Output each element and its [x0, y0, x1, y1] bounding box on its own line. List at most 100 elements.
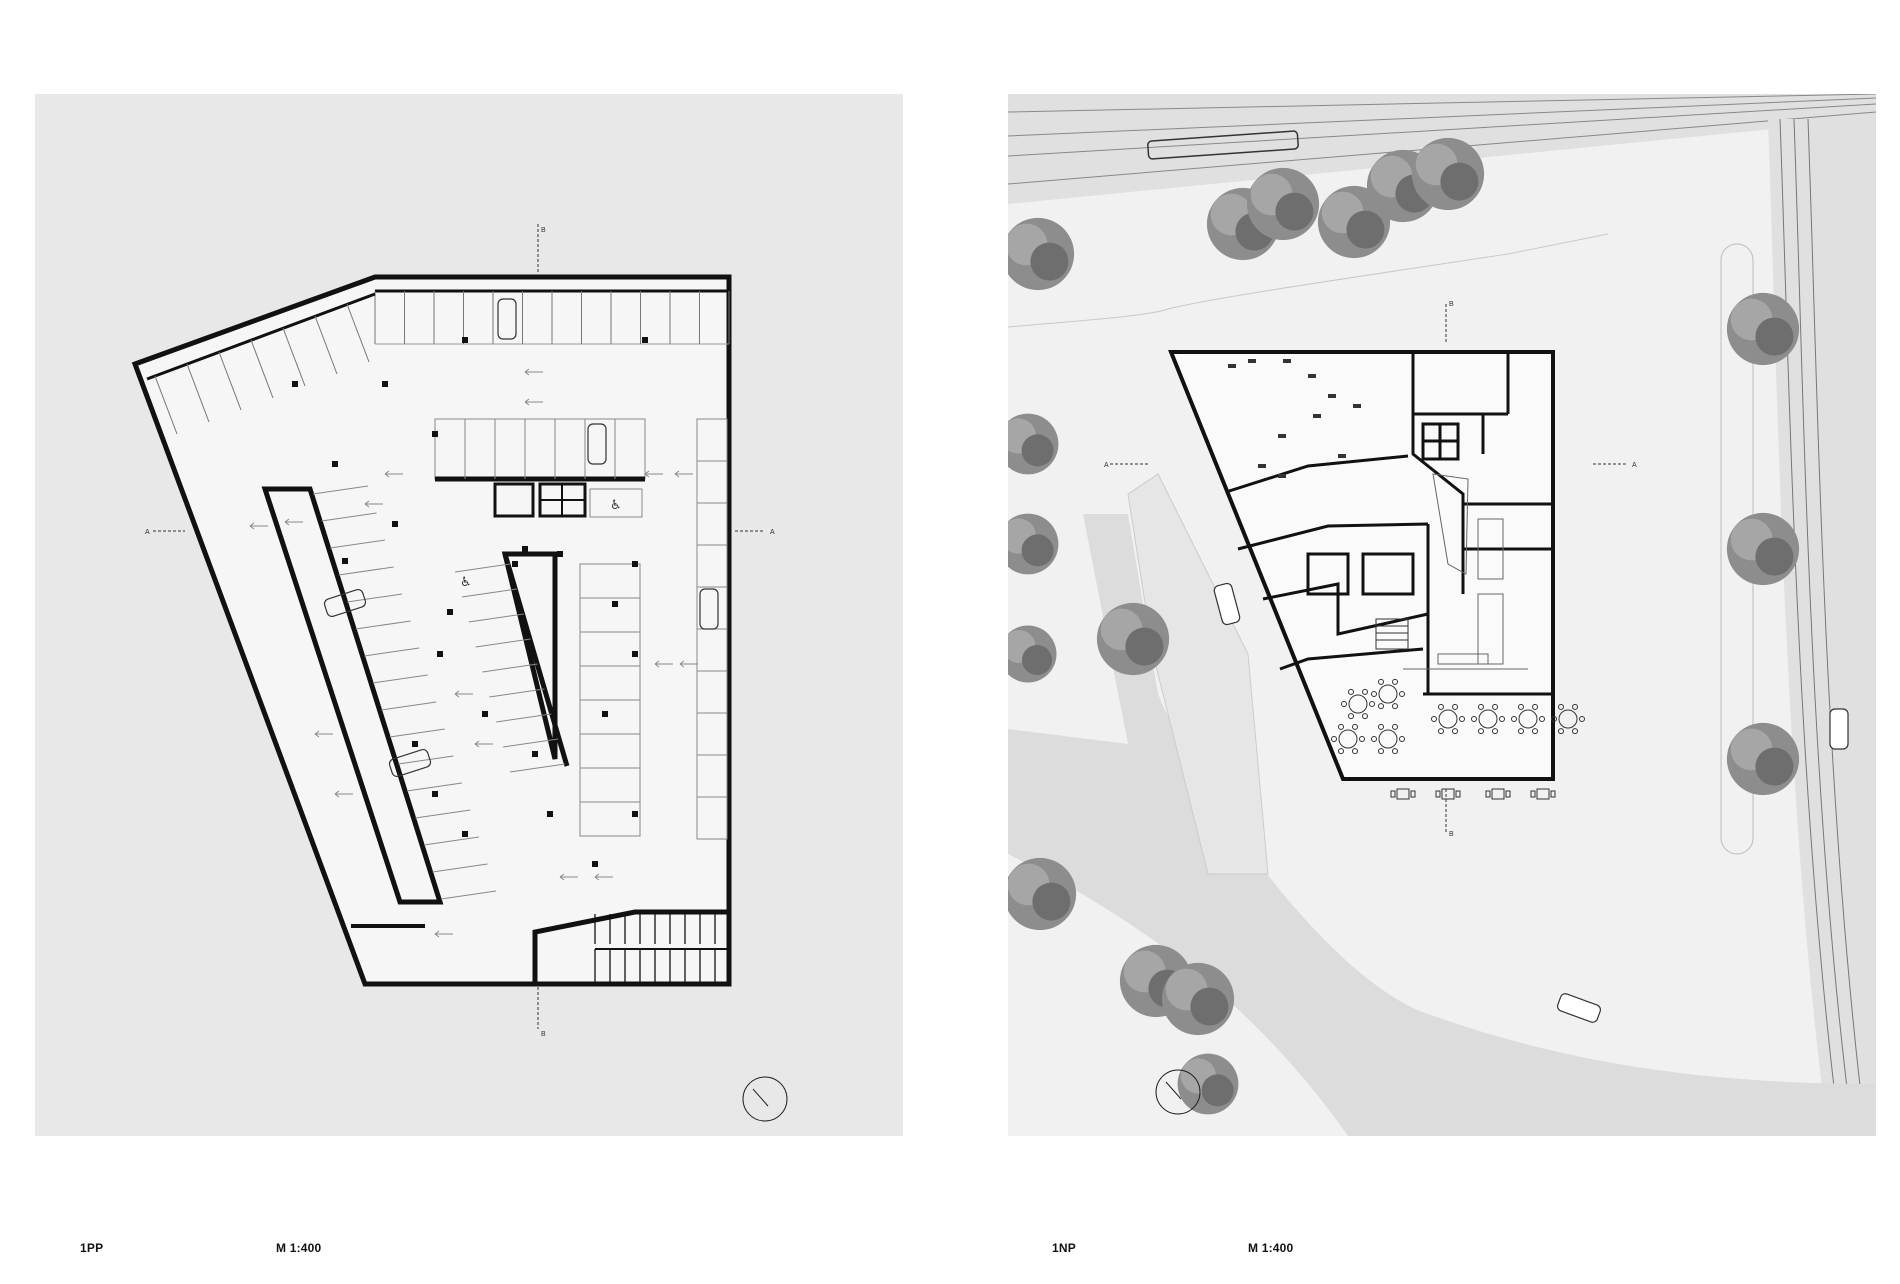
chair: [1572, 703, 1578, 710]
stall-divider: [314, 315, 338, 375]
section-b-bottom-label: B: [1449, 831, 1454, 838]
section-b-top-label: B: [1449, 301, 1454, 308]
stall-divider: [329, 539, 386, 549]
table-icon: [1396, 788, 1410, 800]
section-b-top-label: B: [541, 227, 546, 234]
column: [612, 601, 618, 607]
table-icon: [1438, 709, 1458, 729]
chair: [1572, 728, 1578, 735]
table-icon: [1338, 729, 1358, 749]
chair: [1452, 703, 1458, 710]
stall-divider: [496, 713, 552, 723]
chair: [1378, 748, 1384, 755]
gym-equipment: [1258, 464, 1266, 468]
stall-divider: [475, 638, 531, 648]
site-cars: [1213, 582, 1849, 1023]
table-icon: [1536, 788, 1550, 800]
tree-icon: [1726, 512, 1800, 586]
ground-plan-drawing: B B A A: [1008, 94, 1876, 1136]
section-marker-icon: [1110, 304, 1628, 834]
column: [592, 861, 598, 867]
chair: [1331, 736, 1337, 742]
column: [532, 751, 538, 757]
stall-divider: [338, 566, 394, 576]
column: [512, 561, 518, 567]
chair: [1532, 728, 1538, 735]
stall-divider: [440, 890, 497, 900]
chair: [1478, 728, 1484, 735]
stall-divider: [454, 563, 511, 573]
stair-icon: [493, 482, 535, 518]
tree-icon: [1008, 413, 1059, 475]
chair: [1492, 703, 1498, 710]
plan-scale-basement: M 1:400: [276, 1241, 322, 1255]
chair: [1530, 790, 1536, 798]
column: [432, 791, 438, 797]
chair: [1478, 703, 1484, 710]
arrow-icon: [474, 740, 493, 748]
column: [602, 711, 608, 717]
stall-divider: [432, 863, 488, 873]
traffic-arrows: [249, 368, 698, 938]
chair: [1338, 723, 1344, 730]
column: [447, 609, 453, 615]
structural-columns: [292, 337, 648, 867]
tree-icon: [1161, 962, 1235, 1036]
chair: [1378, 703, 1384, 710]
north-arrow-icon: [742, 1076, 788, 1122]
section-a-left-label: A: [145, 529, 150, 536]
stall-divider: [347, 593, 403, 603]
chair: [1392, 748, 1398, 755]
terrace-tables: [1390, 788, 1556, 800]
tree-icon: [1096, 602, 1170, 676]
east-street: [1720, 118, 1876, 1136]
chair: [1459, 716, 1465, 722]
gym-equipment: [1353, 404, 1361, 408]
diagonal-parking-row: [146, 292, 376, 435]
top-parking-row: [374, 289, 730, 345]
car-icon: [1213, 582, 1241, 626]
section-a-right-label: A: [770, 529, 775, 536]
chair: [1518, 703, 1524, 710]
chair: [1551, 716, 1557, 722]
stall-divider: [423, 836, 480, 846]
basement-plan-panel: ♿ ♿: [35, 94, 903, 1136]
chair: [1371, 736, 1377, 742]
tree-icon: [1008, 857, 1077, 931]
stair-icon: [1375, 618, 1409, 650]
column: [382, 381, 388, 387]
arrow-icon: [524, 368, 543, 376]
stall-divider: [482, 663, 538, 673]
tree-icon: [1726, 722, 1800, 796]
wheelchair-icon: ♿: [610, 497, 622, 512]
car-icon: [323, 588, 367, 618]
arrow-icon: [524, 398, 543, 406]
arrow-icon: [644, 470, 663, 478]
plan-title-basement: 1PP: [80, 1241, 104, 1255]
chair: [1435, 790, 1441, 798]
column: [437, 651, 443, 657]
chair: [1359, 736, 1365, 742]
plan-scale-ground: M 1:400: [1248, 1241, 1294, 1255]
east-stall-columns: [579, 418, 728, 840]
chair: [1452, 728, 1458, 735]
gym-equipment: [1328, 394, 1336, 398]
tree-icon: [1246, 167, 1320, 241]
column: [632, 811, 638, 817]
stall-divider: [250, 339, 274, 399]
chair: [1558, 728, 1564, 735]
table-icon: [1491, 788, 1505, 800]
chair: [1550, 790, 1556, 798]
arrow-icon: [314, 730, 333, 738]
chair: [1362, 713, 1368, 720]
ground-plan-panel: B B A A: [1008, 94, 1876, 1136]
arrow-icon: [654, 660, 673, 668]
chair: [1371, 691, 1377, 697]
chair: [1392, 678, 1398, 685]
stall-divider: [461, 588, 517, 598]
section-a-left-label: A: [1104, 462, 1109, 469]
chair: [1392, 703, 1398, 710]
stall-divider: [398, 755, 454, 765]
chair: [1539, 716, 1545, 722]
table-icon: [1441, 788, 1455, 800]
